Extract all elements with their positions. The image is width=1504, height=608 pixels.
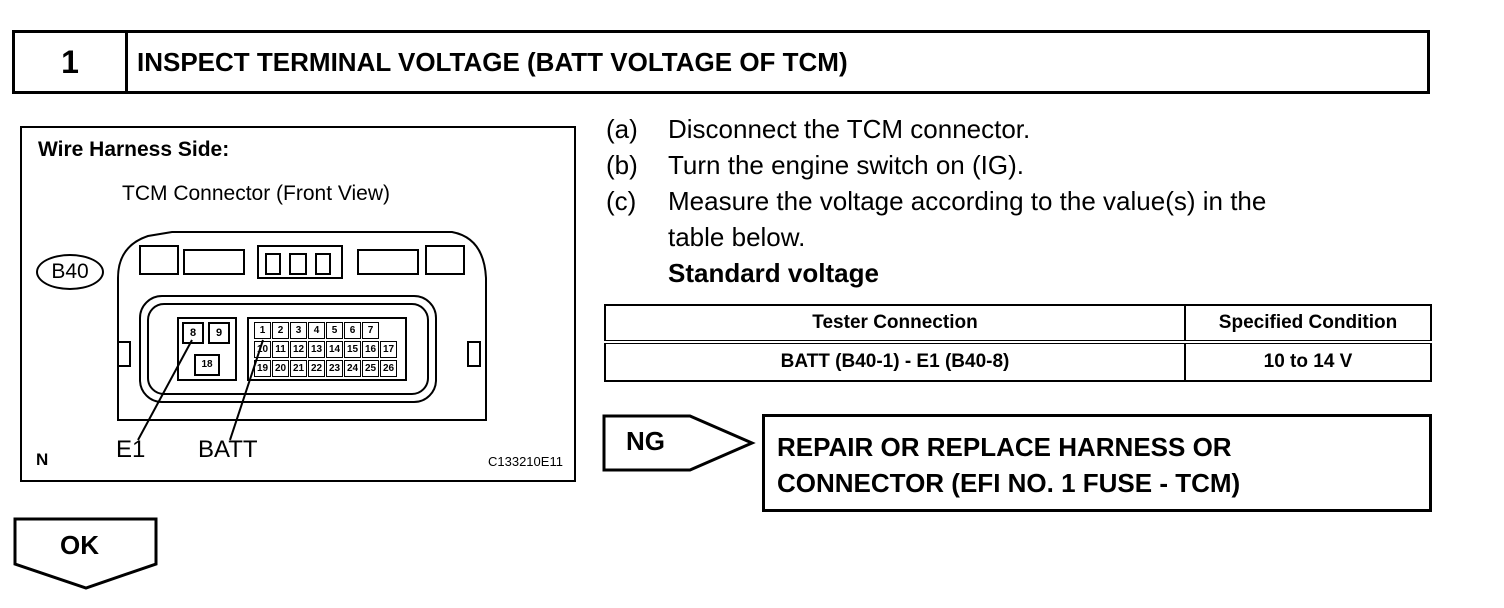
terminal-16: 16 bbox=[362, 341, 379, 358]
terminal-11: 11 bbox=[272, 341, 289, 358]
step-header: 1 INSPECT TERMINAL VOLTAGE (BATT VOLTAGE… bbox=[12, 30, 1430, 94]
standard-voltage-label: Standard voltage bbox=[668, 258, 879, 288]
terminal-13: 13 bbox=[308, 341, 325, 358]
instruction-b-letter: (b) bbox=[606, 150, 638, 180]
ng-action-line1: REPAIR OR REPLACE HARNESS OR bbox=[777, 432, 1232, 462]
table-row: BATT (B40-1) - E1 (B40-8) 10 to 14 V bbox=[604, 341, 1432, 382]
ng-arrow bbox=[602, 414, 756, 472]
connector-latch bbox=[183, 249, 245, 275]
ng-action-line2: CONNECTOR (EFI NO. 1 FUSE - TCM) bbox=[777, 468, 1241, 498]
terminal-12: 12 bbox=[290, 341, 307, 358]
ng-action-box: REPAIR OR REPLACE HARNESS OR CONNECTOR (… bbox=[762, 414, 1432, 512]
terminal-3: 3 bbox=[290, 322, 307, 339]
step-number: 1 bbox=[15, 33, 128, 91]
corner-mark: N bbox=[36, 450, 49, 469]
instruction-c-text-cont: table below. bbox=[668, 222, 806, 252]
connector-latch bbox=[257, 245, 343, 279]
ok-arrow bbox=[13, 517, 158, 590]
cell-specified-condition: 10 to 14 V bbox=[1184, 341, 1432, 382]
terminal-8: 8 bbox=[182, 322, 204, 344]
terminal-21: 21 bbox=[290, 360, 307, 377]
connector-latch bbox=[139, 245, 179, 275]
standard-voltage-table: Tester Connection Specified Condition BA… bbox=[604, 304, 1432, 382]
connector-id-badge: B40 bbox=[36, 254, 104, 290]
terminal-20: 20 bbox=[272, 360, 289, 377]
connector-drawing bbox=[117, 231, 487, 421]
instruction-c-text: Measure the voltage according to the val… bbox=[668, 186, 1267, 216]
label-e1: E1 bbox=[116, 436, 146, 463]
terminal-17: 17 bbox=[380, 341, 397, 358]
terminal-6: 6 bbox=[344, 322, 361, 339]
terminal-22: 22 bbox=[308, 360, 325, 377]
step-title: INSPECT TERMINAL VOLTAGE (BATT VOLTAGE O… bbox=[137, 46, 848, 77]
connector-title: TCM Connector (Front View) bbox=[122, 182, 391, 205]
terminal-26: 26 bbox=[380, 360, 397, 377]
terminal-5: 5 bbox=[326, 322, 343, 339]
terminal-7: 7 bbox=[362, 322, 379, 339]
terminal-18: 18 bbox=[194, 354, 220, 376]
terminal-25: 25 bbox=[362, 360, 379, 377]
terminal-4: 4 bbox=[308, 322, 325, 339]
instruction-b-text: Turn the engine switch on (IG). bbox=[668, 150, 1024, 180]
label-batt: BATT bbox=[198, 436, 258, 463]
instruction-a-text: Disconnect the TCM connector. bbox=[668, 114, 1031, 144]
side-label: Wire Harness Side: bbox=[38, 138, 230, 161]
terminal-23: 23 bbox=[326, 360, 343, 377]
leader-lines bbox=[137, 339, 264, 441]
terminal-14: 14 bbox=[326, 341, 343, 358]
figure-code: C133210E11 bbox=[488, 454, 563, 469]
header-tester-connection: Tester Connection bbox=[604, 304, 1186, 344]
terminal-1: 1 bbox=[254, 322, 271, 339]
instruction-a-letter: (a) bbox=[606, 114, 638, 144]
instruction-c-letter: (c) bbox=[606, 186, 637, 216]
ng-label: NG bbox=[626, 426, 665, 456]
terminal-24: 24 bbox=[344, 360, 361, 377]
connector-latch bbox=[425, 245, 465, 275]
header-specified-condition: Specified Condition bbox=[1184, 304, 1432, 344]
terminal-2: 2 bbox=[272, 322, 289, 339]
cell-tester-connection: BATT (B40-1) - E1 (B40-8) bbox=[604, 341, 1186, 382]
ok-label: OK bbox=[60, 530, 99, 560]
terminal-9: 9 bbox=[208, 322, 230, 344]
connector-face bbox=[139, 295, 437, 403]
table-header-row: Tester Connection Specified Condition bbox=[604, 304, 1432, 344]
terminal-15: 15 bbox=[344, 341, 361, 358]
connector-housing bbox=[117, 231, 487, 421]
connector-latch bbox=[357, 249, 419, 275]
